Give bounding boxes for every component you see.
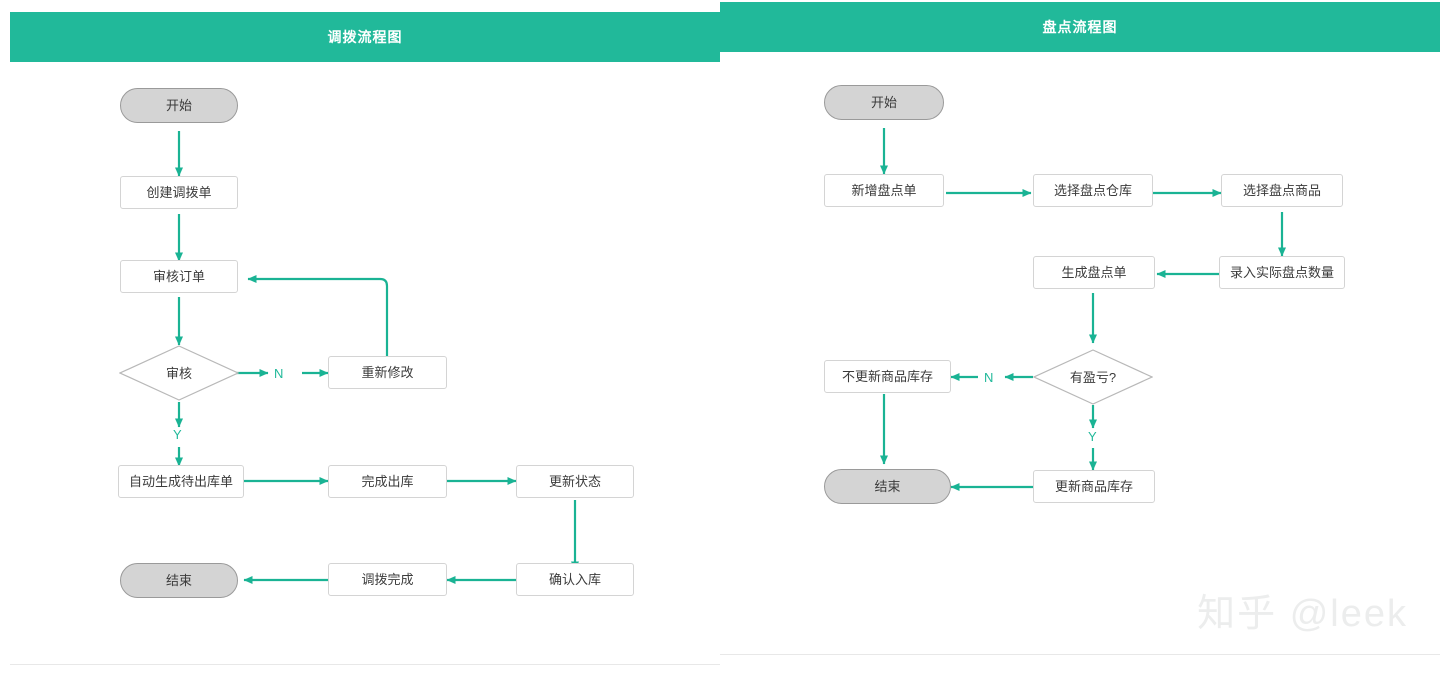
node-label: 结束 [874,479,901,494]
node-r-end[interactable]: 结束 [824,469,951,504]
node-label: 自动生成待出库单 [128,474,233,489]
node-l-modify[interactable]: 重新修改 [328,356,447,389]
edge-label-l-n: N [274,366,284,381]
node-label: 生成盘点单 [1061,265,1127,280]
node-label: 确认入库 [548,572,601,587]
flow-canvas-transfer: 开始 创建调拨单 审核订单 审核 重新修改 自动生成待出库单 完成 [10,0,720,665]
node-label: 调拨完成 [361,572,414,587]
flow-canvas-stocktake: 开始 新增盘点单 选择盘点仓库 选择盘点商品 录入实际盘点数量 生成盘点单 [720,0,1440,655]
node-r-diff[interactable]: 有盈亏? [1033,349,1153,405]
node-label: 开始 [165,98,192,113]
panel-title-transfer: 调拨流程图 [10,12,720,62]
panel-bottom-rule-right [720,654,1440,655]
node-r-gen[interactable]: 生成盘点单 [1033,256,1155,289]
node-label: 有盈亏? [1069,369,1117,385]
node-r-add[interactable]: 新增盘点单 [824,174,944,207]
node-l-outbound[interactable]: 完成出库 [328,465,447,498]
edge-label-r-y: Y [1088,429,1097,444]
node-label: 不更新商品库存 [841,369,933,384]
node-label: 重新修改 [361,365,414,380]
panel-transfer-flow: 调拨流程图 [10,0,720,665]
diamond-shape-icon [119,345,239,401]
node-r-nostock[interactable]: 不更新商品库存 [824,360,951,393]
node-label: 新增盘点单 [851,183,917,198]
node-label: 结束 [165,573,192,588]
node-l-inbound[interactable]: 确认入库 [516,563,634,596]
edge-label-l-y: Y [173,427,182,442]
node-l-end[interactable]: 结束 [120,563,238,598]
panel-bottom-rule-left [10,664,720,665]
node-l-done[interactable]: 调拨完成 [328,563,447,596]
node-label: 完成出库 [361,474,414,489]
node-label: 审核 [165,365,192,381]
node-label: 开始 [870,95,897,110]
node-label: 选择盘点商品 [1242,183,1321,198]
node-label: 更新商品库存 [1054,479,1133,494]
node-label: 选择盘点仓库 [1053,183,1132,198]
panel-title-stocktake: 盘点流程图 [720,2,1440,52]
diamond-shape-icon [1033,349,1153,405]
node-r-start[interactable]: 开始 [824,85,944,120]
node-l-autogen[interactable]: 自动生成待出库单 [118,465,244,498]
node-l-check[interactable]: 审核 [119,345,239,401]
node-r-stock[interactable]: 更新商品库存 [1033,470,1155,503]
node-l-status[interactable]: 更新状态 [516,465,634,498]
node-r-warehouse[interactable]: 选择盘点仓库 [1033,174,1153,207]
node-l-start[interactable]: 开始 [120,88,238,123]
node-label: 审核订单 [152,269,205,284]
watermark: 知乎 @leek [1197,593,1408,635]
edge-label-r-n: N [984,370,994,385]
flow-edges-transfer [175,131,579,584]
node-r-qty[interactable]: 录入实际盘点数量 [1219,256,1345,289]
node-r-goods[interactable]: 选择盘点商品 [1221,174,1343,207]
node-l-create[interactable]: 创建调拨单 [120,176,238,209]
node-label: 更新状态 [548,474,601,489]
node-l-audit[interactable]: 审核订单 [120,260,238,293]
node-label: 创建调拨单 [146,185,212,200]
node-label: 录入实际盘点数量 [1229,265,1334,280]
panel-stocktake-flow: 盘点流程图 [720,0,1440,655]
